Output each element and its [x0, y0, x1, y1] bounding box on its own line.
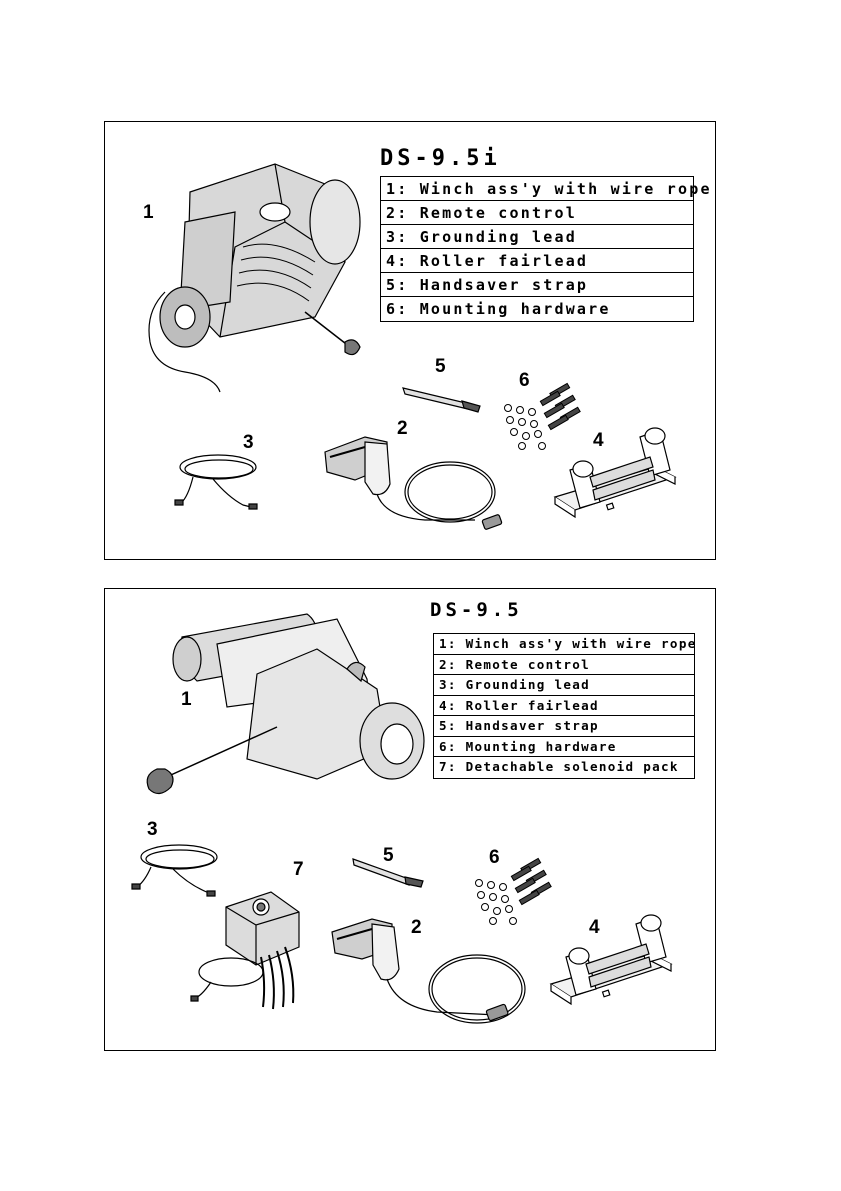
callout-7: 7	[293, 859, 304, 880]
parts-list-item: 5: Handsaver strap	[381, 273, 693, 297]
winch-icon	[125, 152, 375, 397]
callout-4: 4	[589, 917, 600, 938]
handsaver-strap-icon	[400, 384, 485, 414]
parts-list-item: 4: Roller fairlead	[434, 696, 694, 716]
parts-list-item: 3: Grounding lead	[434, 675, 694, 696]
model-title: DS-9.5i	[380, 146, 501, 171]
callout-3: 3	[243, 432, 254, 453]
parts-list-item: 1: Winch ass'y with wire rope	[434, 634, 695, 655]
parts-list-item: 6: Mounting hardware	[434, 737, 694, 757]
parts-list-item: 7: Detachable solenoid pack	[439, 759, 679, 774]
parts-list: 1: Winch ass'y with wire rope 2: Remote …	[433, 633, 695, 779]
callout-4: 4	[593, 430, 604, 451]
parts-list: 1: Winch ass'y with wire rope 2: Remote …	[380, 176, 710, 322]
kit-panel-ds-9-5: DS-9.5 1: Winch ass'y with wire rope 2: …	[104, 588, 716, 1051]
parts-list-item: 5: Handsaver strap	[434, 716, 694, 737]
parts-list-item: 6: Mounting hardware	[386, 300, 611, 318]
callout-5: 5	[435, 356, 446, 377]
mounting-hardware-icon	[471, 859, 561, 934]
grounding-lead-icon	[129, 837, 239, 907]
roller-fairlead-icon	[541, 909, 681, 1019]
model-title: DS-9.5	[430, 599, 523, 621]
callout-3: 3	[147, 819, 158, 840]
solenoid-pack-icon	[191, 887, 321, 1017]
callout-2: 2	[411, 917, 422, 938]
remote-control-icon	[327, 907, 527, 1042]
mounting-hardware-icon	[500, 384, 590, 459]
callout-6: 6	[519, 370, 530, 391]
parts-list-item: 1: Winch ass'y with wire rope	[381, 177, 710, 201]
callout-6: 6	[489, 847, 500, 868]
callout-5: 5	[383, 845, 394, 866]
grounding-lead-icon	[173, 447, 273, 517]
parts-list-item: 2: Remote control	[434, 655, 694, 675]
roller-fairlead-icon	[545, 422, 685, 532]
callout-1: 1	[181, 689, 192, 710]
winch-icon	[127, 609, 407, 804]
callout-1: 1	[143, 202, 154, 223]
remote-control-icon	[315, 422, 510, 537]
parts-list-item: 4: Roller fairlead	[381, 249, 693, 273]
kit-panel-ds-9-5i: DS-9.5i 1: Winch ass'y with wire rope 2:…	[104, 121, 716, 560]
parts-list-item: 2: Remote control	[381, 201, 693, 225]
handsaver-strap-icon	[351, 853, 426, 889]
parts-list-item: 3: Grounding lead	[381, 225, 693, 249]
callout-2: 2	[397, 418, 408, 439]
